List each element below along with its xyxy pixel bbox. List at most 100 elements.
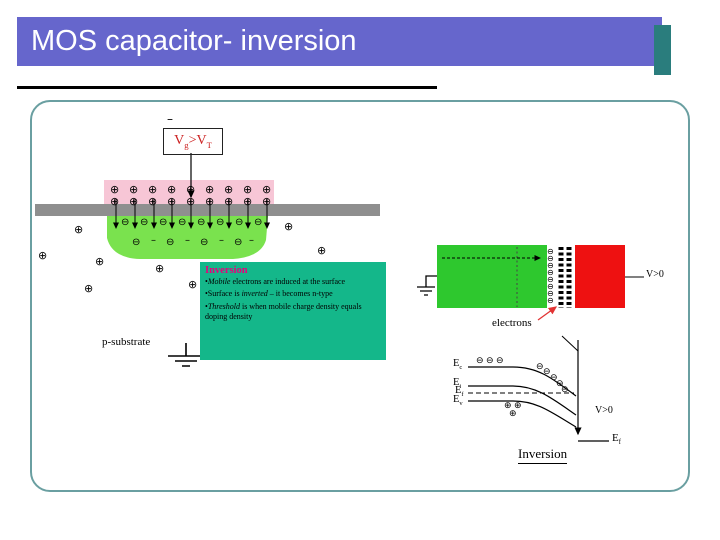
negative-charge-dash-icon: – — [151, 235, 156, 246]
positive-charge-icon: ⊕ — [129, 195, 139, 208]
vg-sub: g — [184, 139, 189, 150]
negative-charge-icon: ⊖ — [547, 282, 554, 291]
substrate-label: p-substrate — [102, 336, 151, 348]
negative-charge-icon: ⊖ — [197, 217, 206, 228]
vg-base: V — [174, 133, 185, 148]
positive-charge-icon: ⊕ — [110, 183, 120, 196]
metal-fermi-label: Ef — [612, 432, 622, 447]
positive-charge-icon: ⊕ — [262, 195, 272, 208]
negative-charge-icon: ⊖ — [476, 356, 484, 366]
bias-voltage-label-top: V>0 — [646, 269, 664, 280]
negative-charge-icon: ⊖ — [547, 275, 554, 284]
positive-charge-icon: ⊕ — [186, 195, 196, 208]
band-label-ev: Ev — [453, 394, 463, 408]
positive-ion-icon: ⊕ — [317, 244, 327, 257]
electrons-pointer-arrow — [537, 306, 558, 321]
negative-charge-icon: ⊖ — [536, 362, 544, 372]
infobox-bullet-3: •Threshold is when mobile charge density… — [205, 301, 362, 322]
positive-charge-icon: ⊕ — [148, 183, 158, 196]
electrons-label: electrons — [492, 317, 532, 329]
slide-title: MOS capacitor- inversion — [31, 25, 357, 57]
negative-charge-icon: ⊖ — [132, 237, 141, 248]
negative-charge-icon: ⊖ — [159, 217, 168, 228]
infobox-title: Inversion — [205, 265, 248, 276]
field-arrows — [113, 199, 270, 229]
positive-ion-icon: ⊕ — [155, 262, 165, 275]
positive-ion-icon: ⊕ — [74, 223, 84, 236]
metal-block — [575, 245, 625, 308]
negative-charge-icon: ⊖ — [254, 217, 263, 228]
band-label-ec: Ec — [453, 358, 463, 372]
inversion-infobox: Inversion •Mobile electrons are induced … — [200, 262, 386, 360]
positive-ion-icon: ⊕ — [84, 282, 94, 295]
positive-charge-icon: ⊕ — [148, 195, 158, 208]
bias-voltage-label-band: V>0 — [595, 405, 613, 416]
negative-charge-icon: ⊖ — [496, 356, 504, 366]
negative-charge-icon: ⊖ — [561, 385, 569, 395]
negative-charge-icon: ⊖ — [550, 373, 558, 383]
negative-charge-icon: ⊖ — [547, 289, 554, 298]
negative-charge-icon: ⊖ — [547, 247, 554, 256]
negative-charge-icon: ⊖ — [166, 237, 175, 248]
positive-charge-icon: ⊕ — [110, 195, 120, 208]
positive-charge-icon: ⊕ — [504, 401, 512, 411]
ground-symbol-right — [417, 275, 437, 296]
vt-base: V — [196, 133, 207, 148]
negative-charge-icon: ⊖ — [216, 217, 225, 228]
negative-charge-icon: ⊖ — [556, 379, 564, 389]
positive-charge-icon: ⊕ — [509, 409, 517, 419]
positive-ion-icon: ⊕ — [38, 249, 48, 262]
negative-charge-icon: ⊖ — [178, 217, 187, 228]
negative-charge-icon: ⊖ — [543, 367, 551, 377]
infobox-bullet-2: •Surface is inverted – it becomes n-type — [205, 289, 333, 299]
negative-charge-dash-icon: – — [249, 235, 254, 246]
ev-curve — [468, 400, 577, 428]
negative-charge-icon: ⊖ — [486, 356, 494, 366]
content-frame — [30, 100, 690, 492]
positive-charge-icon: ⊕ — [186, 183, 196, 196]
oxide-bar — [35, 204, 380, 216]
vg-gt: > — [188, 133, 197, 148]
positive-charge-icon: ⊕ — [514, 401, 522, 411]
positive-charge-icon: ⊕ — [224, 183, 234, 196]
negative-charge-icon: ⊖ — [235, 217, 244, 228]
oxide-band-line — [561, 335, 579, 352]
vt-sub: T — [206, 139, 212, 150]
band-diagram-caption: Inversion — [518, 446, 568, 464]
band-label-ef: Ef — [455, 385, 464, 399]
positive-ion-icon: ⊕ — [95, 255, 105, 268]
positive-charge-icon: ⊕ — [205, 195, 215, 208]
title-accent-block — [654, 25, 671, 75]
positive-charge-icon: ⊕ — [167, 183, 177, 196]
ec-curve — [468, 366, 577, 397]
negative-charge-icon: ⊖ — [200, 237, 209, 248]
negative-charge-icon: ⊖ — [547, 296, 554, 305]
positive-ion-icon: ⊕ — [284, 220, 294, 233]
polarity-mark: – — [167, 112, 173, 126]
title-bar: MOS capacitor- inversion — [17, 17, 662, 66]
negative-charge-dash-icon: – — [185, 235, 190, 246]
gate-voltage-label: Vg>VT — [163, 128, 223, 155]
positive-charge-icon: ⊕ — [243, 183, 253, 196]
semiconductor-block — [437, 245, 547, 308]
positive-charge-icon: ⊕ — [129, 183, 139, 196]
negative-charge-icon: ⊖ — [140, 217, 149, 228]
negative-charge-icon: ⊖ — [547, 261, 554, 270]
positive-charge-icon: ⊕ — [205, 183, 215, 196]
positive-charge-icon: ⊕ — [243, 195, 253, 208]
band-curves — [468, 366, 577, 428]
negative-charge-dash-icon: – — [219, 235, 224, 246]
negative-charge-icon: ⊖ — [234, 237, 243, 248]
ground-symbol-left — [168, 343, 204, 367]
positive-charge-icon: ⊕ — [262, 183, 272, 196]
positive-ion-icon: ⊕ — [188, 278, 198, 291]
infobox-bullet-1: •Mobile electrons are induced at the sur… — [205, 277, 346, 286]
positive-charge-icon: ⊕ — [224, 195, 234, 208]
positive-charge-icon: ⊕ — [167, 195, 177, 208]
band-label-ei: Ei — [453, 377, 462, 391]
title-underline — [17, 86, 437, 89]
negative-charge-icon: ⊖ — [121, 217, 130, 228]
